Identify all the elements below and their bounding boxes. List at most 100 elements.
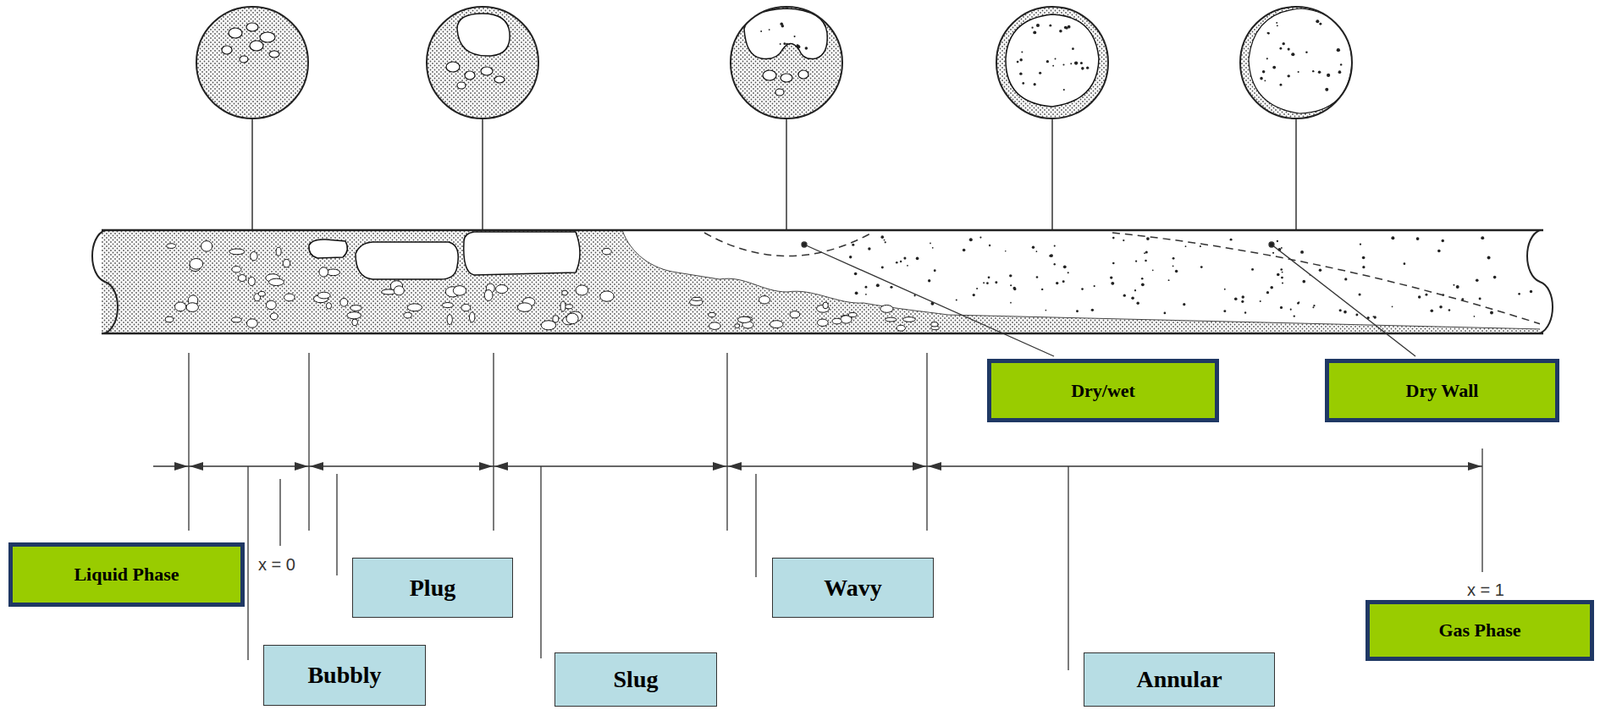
box-label: Gas Phase <box>1438 619 1521 642</box>
bubble <box>769 320 784 329</box>
tick <box>926 353 927 531</box>
pipe-end <box>1527 230 1553 334</box>
droplet <box>865 286 868 289</box>
bubble <box>848 312 857 317</box>
section-liquid <box>426 6 539 119</box>
bubble <box>896 325 905 332</box>
droplet <box>1071 47 1075 50</box>
arrowheads <box>174 462 1482 471</box>
droplet <box>865 293 867 296</box>
regime-box: Wavy <box>772 557 934 618</box>
droplet <box>1182 303 1186 306</box>
droplet <box>1038 71 1042 75</box>
bubble <box>601 248 612 255</box>
bubble <box>759 296 771 304</box>
droplet <box>1280 247 1283 249</box>
bubble <box>352 319 359 326</box>
droplet <box>915 257 920 261</box>
arrowhead <box>912 462 927 471</box>
droplet <box>1172 257 1176 260</box>
box-label: Slug <box>613 666 659 694</box>
droplet <box>1372 315 1374 318</box>
droplet <box>982 281 985 284</box>
box-label: Bubbly <box>307 662 381 690</box>
droplet <box>1259 300 1262 303</box>
droplet <box>1223 309 1226 313</box>
droplet <box>1340 63 1342 66</box>
droplet <box>1067 25 1071 29</box>
phase-box: Gas Phase <box>1365 600 1595 662</box>
bubble <box>452 286 466 297</box>
droplet <box>1452 284 1455 287</box>
droplet <box>1020 51 1023 54</box>
arrowhead <box>728 462 742 471</box>
section-bubbles <box>221 22 280 63</box>
bubble <box>880 305 894 314</box>
droplet <box>1081 66 1085 71</box>
droplet <box>1324 88 1329 92</box>
bubble <box>275 247 282 256</box>
bubble <box>560 301 566 312</box>
droplet <box>1062 64 1065 67</box>
droplet <box>1280 83 1283 87</box>
bubble <box>237 275 246 282</box>
droplet <box>979 237 982 239</box>
droplet <box>1110 281 1115 286</box>
droplet <box>1296 302 1300 305</box>
droplet <box>1172 265 1175 268</box>
position-label: x = 0 <box>258 555 296 575</box>
droplet <box>1272 66 1276 70</box>
bubble <box>186 303 199 313</box>
droplet <box>1275 22 1278 24</box>
leader-dot <box>801 242 807 248</box>
bubble <box>484 289 493 301</box>
droplet <box>1062 280 1065 283</box>
regime-box: Bubbly <box>263 645 426 707</box>
pipe <box>92 19 1553 334</box>
droplet <box>1448 308 1452 312</box>
droplet <box>899 260 902 263</box>
droplet <box>933 269 937 272</box>
droplet <box>779 43 782 45</box>
bubble <box>737 316 751 323</box>
droplet <box>988 244 991 247</box>
gas-core <box>1005 14 1099 107</box>
bubble <box>816 319 828 326</box>
droplet <box>760 30 762 33</box>
tick <box>492 353 494 531</box>
bubble <box>269 278 285 286</box>
droplet <box>1164 312 1167 315</box>
droplet <box>1054 58 1057 61</box>
droplet <box>1136 302 1139 305</box>
droplet <box>1297 71 1300 73</box>
droplet <box>1276 240 1279 243</box>
droplet <box>1318 22 1322 26</box>
dry-wall-section <box>1240 6 1352 119</box>
droplet <box>1403 262 1407 265</box>
bubble <box>175 302 187 312</box>
arrowhead <box>927 462 942 471</box>
bubble <box>350 304 362 311</box>
arrowhead <box>494 462 508 471</box>
pipe-wall <box>101 229 1544 232</box>
droplet <box>1048 24 1052 28</box>
bubble <box>600 291 614 302</box>
droplet <box>1338 70 1342 74</box>
droplet <box>1046 60 1049 63</box>
section-outline <box>1240 6 1352 119</box>
box-label: Annular <box>1136 666 1222 694</box>
droplet <box>1145 251 1148 254</box>
droplet <box>1052 65 1054 67</box>
droplet <box>1224 288 1226 291</box>
droplet <box>1282 42 1286 45</box>
droplet <box>881 266 884 270</box>
box-label: Dry/wet <box>1070 380 1136 403</box>
droplet <box>1033 82 1037 86</box>
droplet <box>903 257 906 260</box>
dry-boundary <box>1112 232 1541 325</box>
droplet <box>1048 254 1052 258</box>
droplet <box>779 22 784 26</box>
bubble <box>340 297 348 307</box>
droplet <box>1359 242 1362 245</box>
